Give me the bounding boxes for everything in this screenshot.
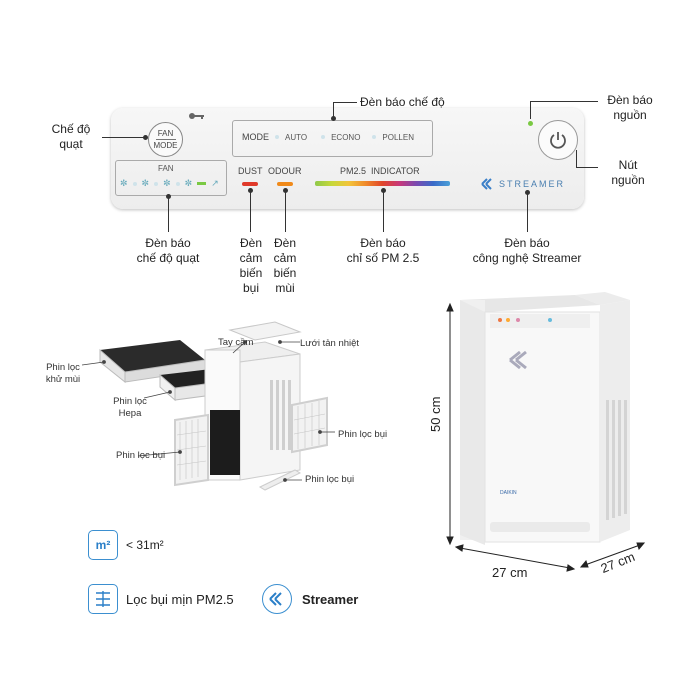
height-dimension: 50 cm <box>428 396 443 432</box>
pm25-feature: Lọc bụi mịn PM2.5 <box>88 584 234 614</box>
purifier-product-image: DAIKIN <box>460 292 630 545</box>
mode-pollen-led <box>372 135 377 139</box>
streamer-logo-text: STREAMER <box>499 179 566 189</box>
mode-indicator-callout: Đèn báo chế độ <box>360 95 445 109</box>
power-button[interactable] <box>538 120 578 160</box>
mode-pollen-label: POLLEN <box>382 132 414 142</box>
pm25-filter-icon <box>88 584 118 614</box>
dust-filter-left <box>174 413 209 487</box>
odour-sensor-led <box>277 182 293 186</box>
width-dimension: 27 cm <box>492 565 528 580</box>
fan-mode-button-label-top: FAN <box>157 129 174 138</box>
streamer-icon <box>481 178 492 190</box>
fan-speed-icon: ✼ <box>141 178 150 188</box>
streamer-feature: Streamer <box>262 584 358 614</box>
dust-filter-right-label: Phin lọc bụi <box>338 429 388 440</box>
purifier-body <box>204 341 301 481</box>
dimension-lines <box>446 302 646 572</box>
exploded-diagram <box>81 321 335 491</box>
mode-indicator-row: MODE AUTO ECONO POLLEN <box>242 132 414 142</box>
power-led <box>528 121 533 126</box>
fan-speed-icon: ✼ <box>184 178 193 188</box>
streamer-logo: STREAMER <box>480 178 565 190</box>
heat-mesh <box>228 321 302 341</box>
pm25-indicator-label: PM2.5 INDICATOR <box>340 166 420 176</box>
mode-auto-led <box>275 135 279 139</box>
dust-filter-right <box>291 396 328 454</box>
dust-filter-bottom <box>258 469 302 491</box>
fan-indicator-title: FAN <box>158 164 174 173</box>
power-icon <box>550 132 566 149</box>
fan-mode-button-label-bottom: MODE <box>153 141 178 150</box>
key-icon <box>189 113 204 119</box>
fan-speed-icon: ✼ <box>163 178 171 188</box>
fan-mode-button[interactable]: FAN MODE <box>148 122 183 157</box>
fan-turbo-icon: ↗ <box>211 178 219 188</box>
fan-indicator-box <box>115 160 227 196</box>
heat-mesh-label: Lưới tản nhiệt <box>300 338 360 349</box>
mode-auto-label: AUTO <box>285 132 308 142</box>
pm25-indicator-bar <box>315 181 450 186</box>
control-panel <box>111 108 584 209</box>
fan-turbo-led <box>197 182 207 185</box>
area-text: < 31m² <box>126 538 164 552</box>
dust-filter-left-label: Phin lọc bụi <box>116 450 166 461</box>
fan-speed-icon: ✼ <box>120 178 128 188</box>
mode-label: MODE <box>242 132 269 142</box>
mode-econo-led <box>321 135 326 139</box>
area-feature: m² < 31m² <box>88 530 164 560</box>
mode-econo-label: ECONO <box>331 132 361 142</box>
svg-text:DAIKIN: DAIKIN <box>500 490 517 496</box>
streamer-text: Streamer <box>302 591 359 607</box>
handle-label: Tay cầm <box>218 337 254 348</box>
odour-label: ODOUR <box>268 166 302 176</box>
deodorizing-filter-tray <box>99 340 206 384</box>
streamer-feature-icon <box>262 584 292 614</box>
dust-sensor-led <box>242 182 258 186</box>
dust-filter-bottom-label: Phin lọc bụi <box>305 474 355 485</box>
dust-label: DUST <box>238 166 263 176</box>
room-area-icon: m² <box>88 530 118 560</box>
fan-speed-leds: ✼ ✼ ✼ ✼ ↗ <box>120 178 219 189</box>
pm25-text: Lọc bụi mịn PM2.5 <box>126 591 234 607</box>
